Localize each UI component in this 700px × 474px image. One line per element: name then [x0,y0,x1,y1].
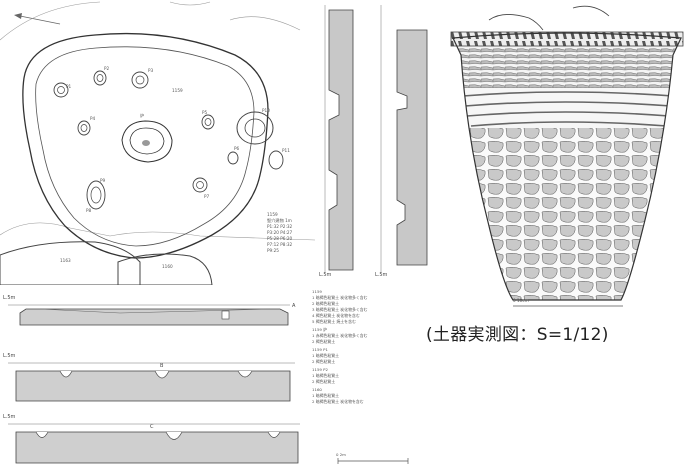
pit-plan-drawing: P1 P2 P3 P4 P5 P6 P7 P8 P9 P10 P11 炉 115… [0,1,315,285]
feature-label: 1163 [60,258,71,263]
svg-text:1159: 1159 [267,212,278,217]
pit-label: P2 [104,66,110,71]
feature-label: 1160 [162,264,173,269]
pottery-drawing: 0 10cm [450,5,684,307]
pot-scale-bar: 0 10cm [513,298,623,307]
svg-text:P3:20 P4:27: P3:20 P4:27 [267,230,293,235]
pit-label: P8 [86,208,92,213]
pit-label: P11 [282,148,290,153]
layer-notes: 1159 1 暗褐色粘質土 炭化物多く含む 2 暗褐色粘質土 3 暗褐色粘質土 … [312,289,409,464]
svg-text:P7:12 P8:32: P7:12 P8:32 [267,242,293,247]
svg-text:4 褐色粘質土 炭化物を含む: 4 褐色粘質土 炭化物を含む [312,313,360,318]
section-b: L.5m B [3,353,295,402]
svg-text:2 暗褐色粘質土 炭化物を含む: 2 暗褐色粘質土 炭化物を含む [312,399,364,404]
svg-text:5 褐色粘質土 焼土を含む: 5 褐色粘質土 焼土を含む [312,319,356,324]
svg-text:P9:25: P9:25 [267,248,279,253]
pit-label: P6 [234,146,240,151]
pit-label: P3 [148,68,154,73]
svg-text:2 褐色粘質土: 2 褐色粘質土 [312,379,335,384]
svg-text:P1:32 P2:32: P1:32 P2:32 [267,224,293,229]
hearth-label: 炉 [140,112,144,119]
svg-text:1159 炉: 1159 炉 [312,327,327,332]
svg-text:L.5m: L.5m [319,272,332,278]
pit-label: P4 [90,116,96,121]
pit-label: P9 [100,178,106,183]
figure-caption: (土器実測図：S=1/12) [426,325,609,345]
svg-text:0 10cm: 0 10cm [513,298,529,303]
svg-text:1 暗褐色粘質土: 1 暗褐色粘質土 [312,373,339,378]
hearth-feature [121,120,173,163]
svg-text:1 暗褐色粘質土 炭化物多く含む: 1 暗褐色粘質土 炭化物多く含む [312,295,368,300]
svg-text:B: B [160,363,164,369]
pit-outline [22,32,269,259]
svg-text:1159: 1159 [312,289,322,294]
feature-label: 1159 [172,88,183,93]
svg-text:1 赤褐色粘質土 炭化物多く含む: 1 赤褐色粘質土 炭化物多く含む [312,333,368,338]
section-a: L.5m A [3,295,296,326]
north-arrow-icon [14,13,61,25]
svg-text:C: C [150,424,154,430]
vertical-profiles: L.5m L.5m [319,5,428,278]
svg-text:2 暗褐色粘質土: 2 暗褐色粘質土 [312,301,339,306]
pit-label: P7 [204,194,210,199]
section-c: L.5m C [3,414,300,464]
svg-text:1159 P1: 1159 P1 [312,347,328,352]
plan-legend: 1159 竪穴建物 1m P1:32 P2:32 P3:20 P4:27 P5:… [267,212,293,253]
svg-text:L.5m: L.5m [3,414,16,420]
svg-text:A: A [292,303,296,309]
profile-right: L.5m [375,5,428,278]
svg-text:1159 P2: 1159 P2 [312,367,328,372]
svg-text:竪穴建物 1m: 竪穴建物 1m [267,217,292,224]
pit-markers [53,70,284,210]
svg-text:L.5m: L.5m [3,295,16,301]
pit-label: P5 [202,110,208,115]
svg-text:0 2m: 0 2m [336,452,346,457]
svg-text:L.5m: L.5m [3,353,16,359]
svg-text:2 褐色粘質土: 2 褐色粘質土 [312,339,335,344]
svg-text:1160: 1160 [312,387,322,392]
pit-label: P10 [262,108,270,113]
profile-left: L.5m [319,5,354,278]
svg-text:2 褐色粘質土: 2 褐色粘質土 [312,359,335,364]
pit-label: P1 [66,84,72,89]
svg-text:1 暗褐色粘質土: 1 暗褐色粘質土 [312,353,339,358]
svg-text:1 暗褐色粘質土: 1 暗褐色粘質土 [312,393,339,398]
section-drawings: L.5m A L.5m B L.5m C [3,295,300,464]
svg-text:L.5m: L.5m [375,272,388,278]
scale-bar: 0 2m [336,452,409,464]
svg-text:P5:28 P6:20: P5:28 P6:20 [267,236,293,241]
svg-text:3 暗褐色粘質土 炭化物多く含む: 3 暗褐色粘質土 炭化物多く含む [312,307,368,312]
